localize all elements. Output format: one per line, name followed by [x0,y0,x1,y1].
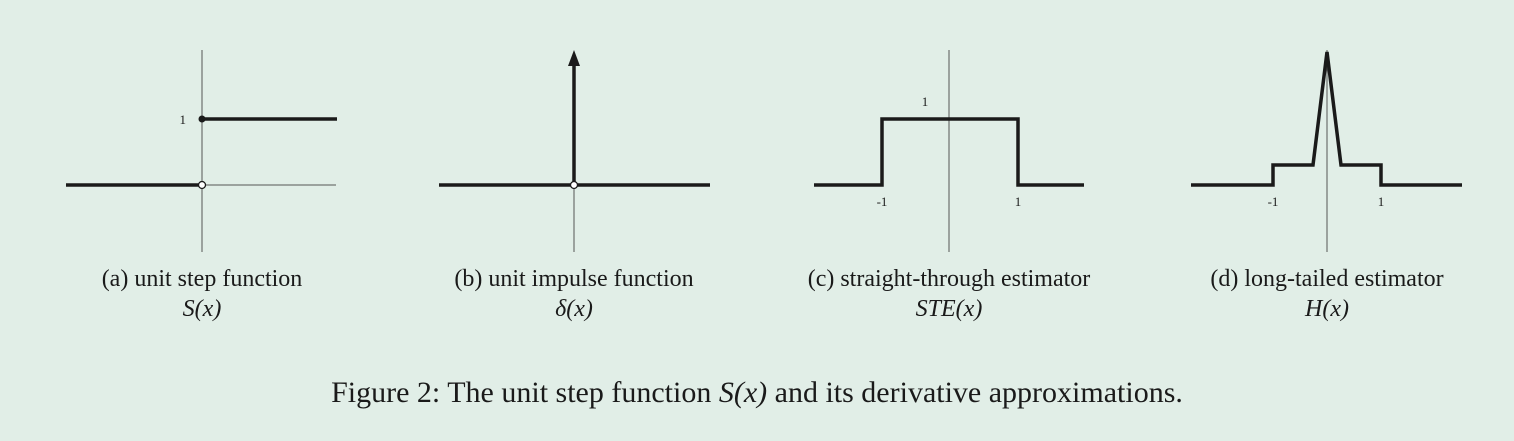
figure-graphics: 1 1 -1 1 -1 1 [66,50,1462,252]
panel-c-caption: (c) straight-through estimator STE(x) [774,264,1124,324]
panel-b-caption-label: (b) unit impulse function [454,266,694,292]
figure-caption-math: S(x) [718,376,768,409]
panel-a-caption-label: (a) unit step function [101,266,303,292]
panel-d-tick-pos1: 1 [1378,194,1385,209]
panel-c-plot: 1 -1 1 [814,50,1084,252]
panel-c-box [814,117,1084,187]
panel-d-tick-neg1: -1 [1268,194,1279,209]
panel-d-function-name: H(x) [1305,296,1349,322]
panel-c-tick-pos1: 1 [1015,194,1022,209]
figure-caption-suffix: and its derivative approximations. [767,376,1183,409]
panel-d-curve [1191,51,1462,187]
panel-a-function-name: S(x) [182,296,222,322]
panel-a-tick-1: 1 [180,112,187,127]
panel-a-open-point [197,180,207,190]
panel-b-caption: (b) unit impulse function δ(x) [424,264,724,324]
panel-c-function-name: STE(x) [915,296,983,322]
panel-b-plot [439,50,710,252]
figure-caption: Figure 2: The unit step function S(x) an… [0,376,1514,410]
panel-d-plot: -1 1 [1191,50,1462,252]
panel-b-arrowhead-icon [568,50,580,66]
panel-a-plot: 1 [66,50,337,252]
panel-c-tick-top: 1 [922,94,929,109]
figure-caption-prefix: Figure 2: The unit step function [331,376,719,409]
panel-a-filled-point [198,115,206,123]
panel-c-caption-label: (c) straight-through estimator [807,266,1091,292]
panel-b-function-name: δ(x) [555,296,593,322]
panel-d-caption: (d) long-tailed estimator H(x) [1177,264,1477,324]
panel-a-caption: (a) unit step function S(x) [72,264,332,324]
panel-c-tick-neg1: -1 [877,194,888,209]
panel-b-open-point [569,180,579,190]
panel-d-caption-label: (d) long-tailed estimator [1210,266,1444,292]
